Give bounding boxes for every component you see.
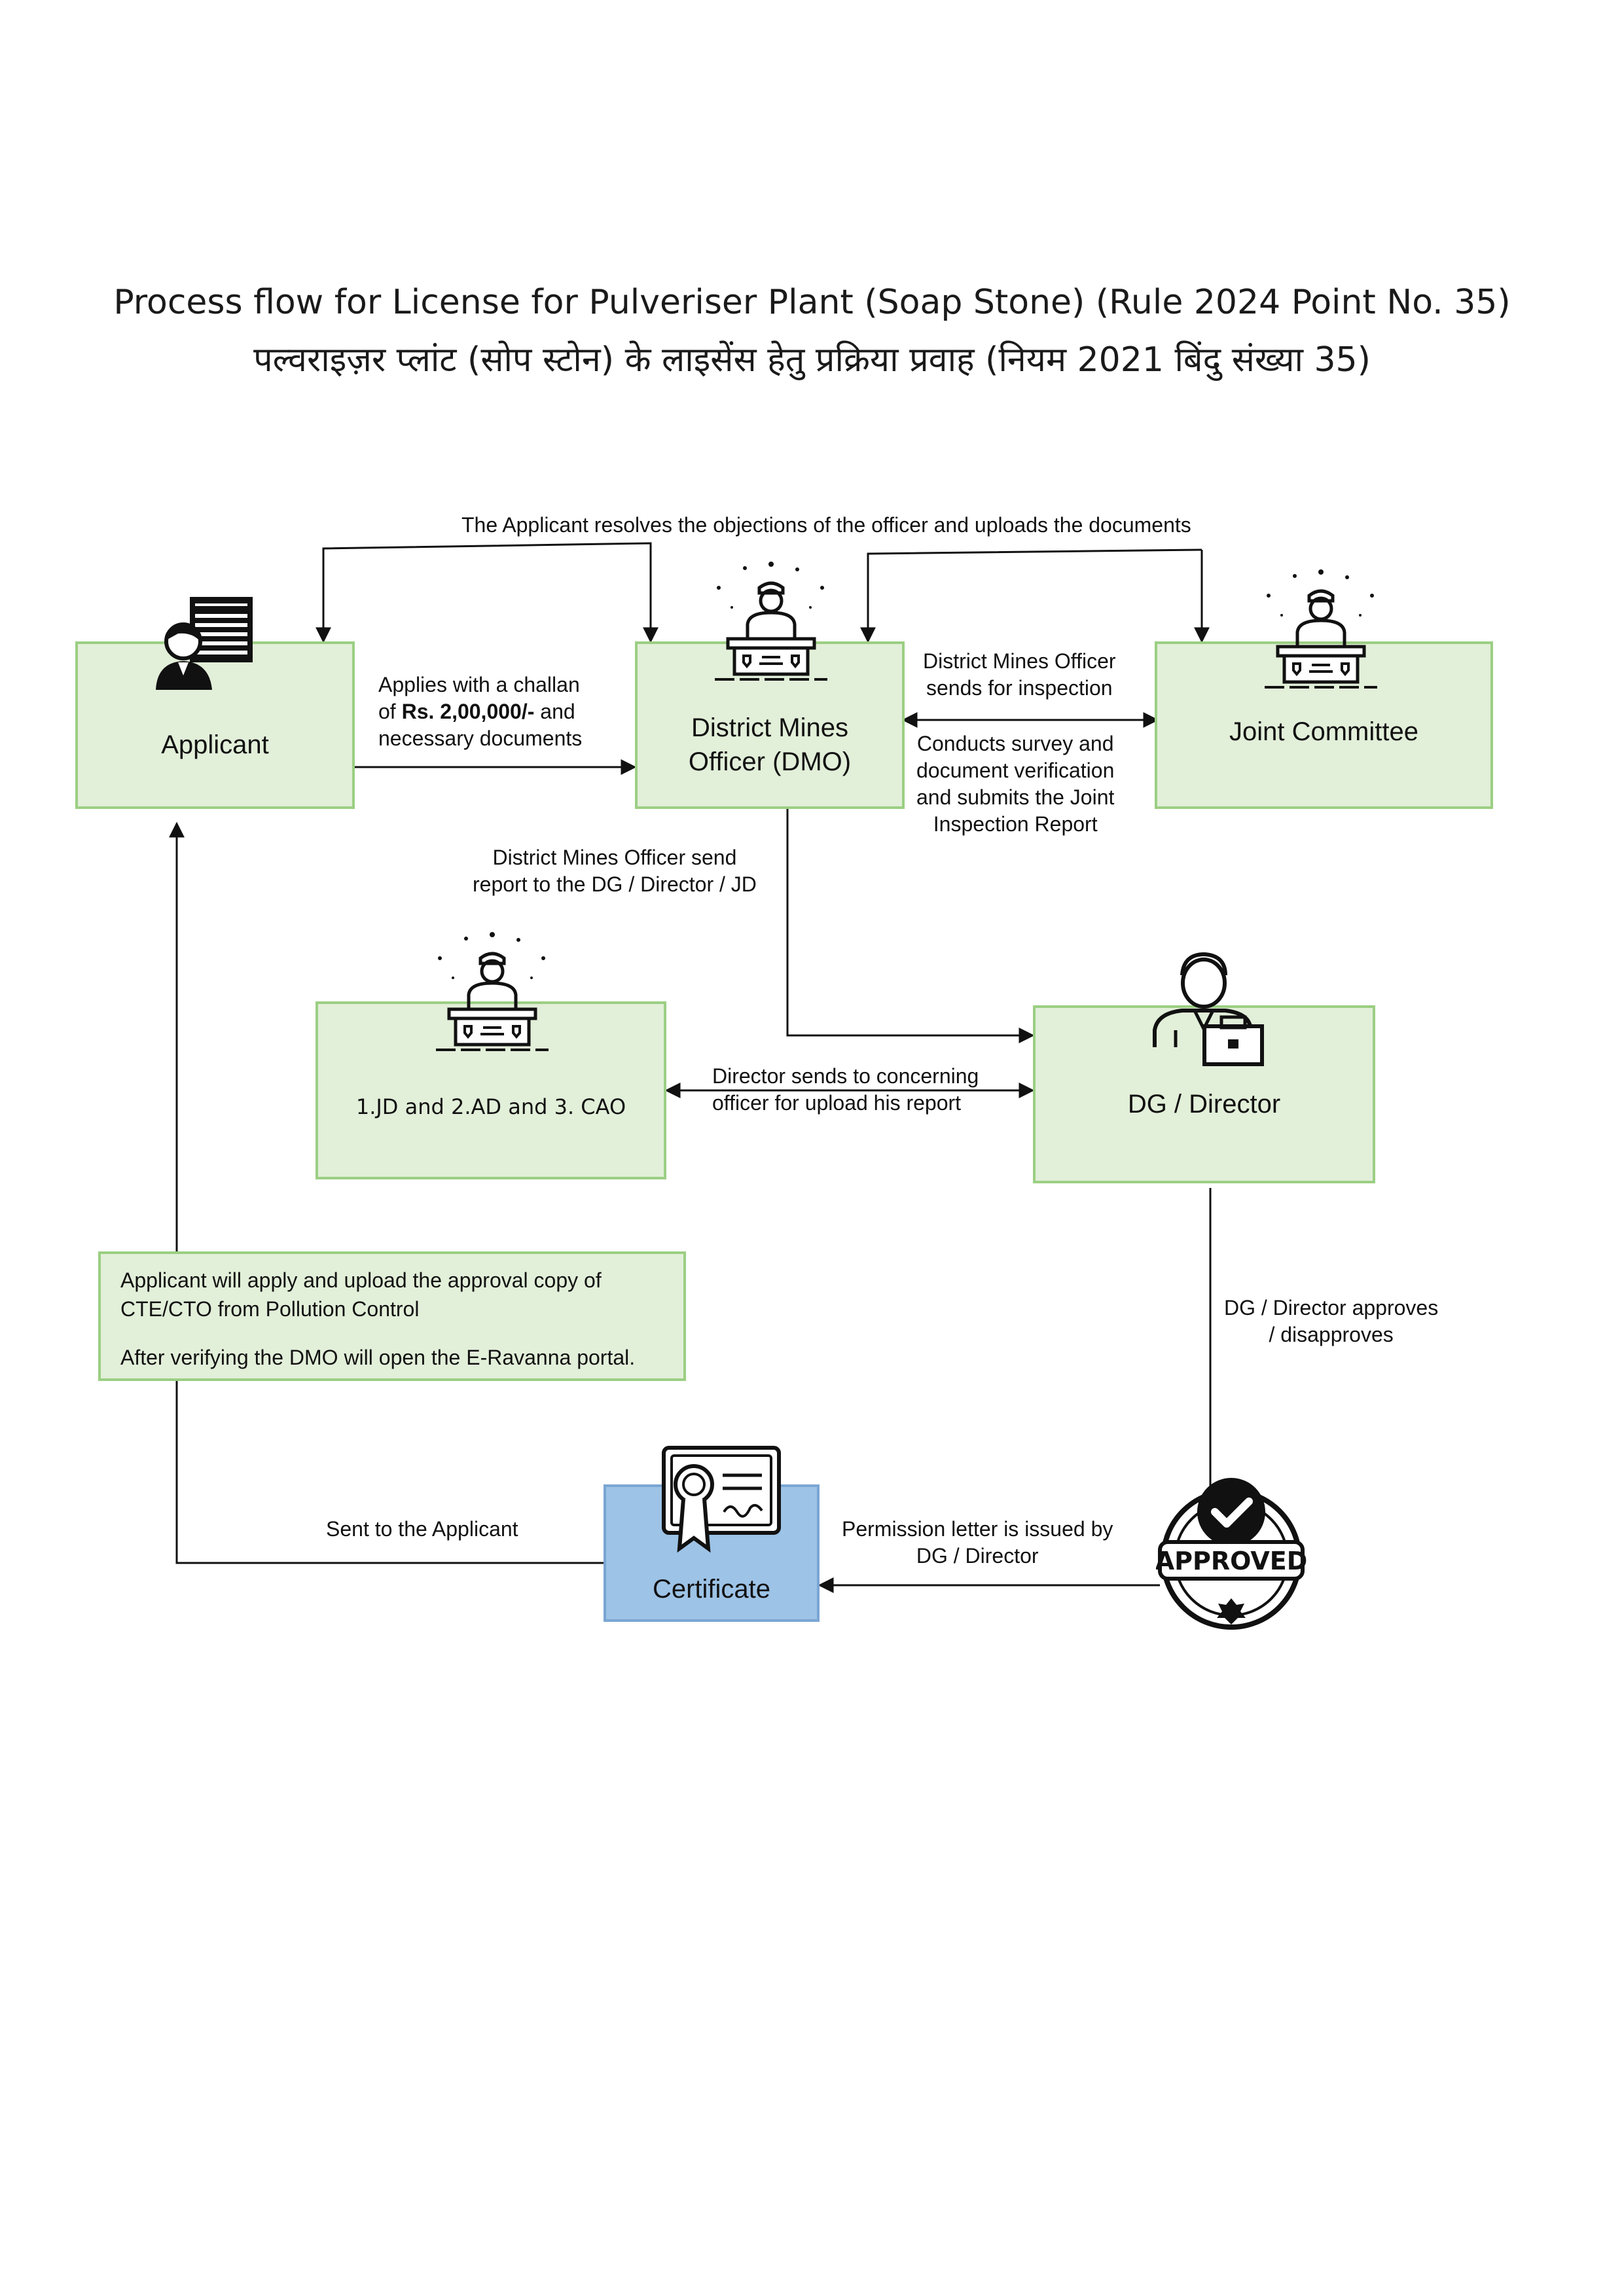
- label-permission-line1: Permission letter is issued by: [842, 1517, 1113, 1541]
- label-survey-line3: and submits the Joint: [916, 785, 1115, 809]
- label-challan-line1: Applies with a challan: [378, 673, 580, 696]
- label-approves-line2: / disapproves: [1269, 1323, 1394, 1346]
- edge-jc-loop-left: [860, 548, 1202, 643]
- node-certificate-label: Certificate: [652, 1575, 771, 1604]
- node-dmo-label-line1: District Mines: [691, 713, 849, 742]
- label-approves-line1: DG / Director approves: [1224, 1296, 1439, 1319]
- label-inspection: District Mines Officer sends for inspect…: [923, 648, 1116, 702]
- page-title-english: Process flow for License for Pulveriser …: [113, 283, 1511, 322]
- node-dmo: District Mines Officer (DMO): [635, 641, 905, 809]
- label-inspection-line1: District Mines Officer: [923, 649, 1116, 673]
- label-dmo-report-line2: report to the DG / Director / JD: [473, 872, 757, 896]
- label-director-sends-line2: officer for upload his report: [712, 1091, 962, 1115]
- approved-stamp-icon: APPROVED: [1156, 1478, 1307, 1630]
- label-approves: DG / Director approves / disapproves: [1224, 1295, 1438, 1348]
- info-box-pollution-control: Applicant will apply and upload the appr…: [98, 1251, 686, 1381]
- businessman-icon: [1153, 952, 1264, 1066]
- node-certificate: Certificate: [604, 1484, 820, 1622]
- label-survey: Conducts survey and document verificatio…: [916, 730, 1114, 838]
- label-survey-line1: Conducts survey and: [916, 732, 1114, 755]
- label-challan: Applies with a challan of Rs. 2,00,000/-…: [378, 672, 582, 752]
- label-resolve-objections: The Applicant resolves the objections of…: [461, 513, 1191, 537]
- label-challan-prefix: of: [378, 700, 402, 723]
- edge-certificate-to-applicant: [175, 1381, 604, 1564]
- edge-dmo-to-dg: [786, 809, 1035, 1043]
- label-permission: Permission letter is issued by DG / Dire…: [842, 1516, 1113, 1570]
- label-director-sends: Director sends to concerning officer for…: [712, 1063, 979, 1117]
- label-sent-to-applicant: Sent to the Applicant: [326, 1517, 518, 1541]
- info-box-line2: CTE/CTO from Pollution Control: [120, 1297, 420, 1321]
- node-joint-committee-label: Joint Committee: [1229, 717, 1418, 746]
- label-survey-line4: Inspection Report: [933, 812, 1098, 836]
- label-director-sends-line1: Director sends to concerning: [712, 1064, 979, 1088]
- label-inspection-line2: sends for inspection: [926, 676, 1113, 700]
- label-challan-amount: Rs. 2,00,000/-: [401, 700, 535, 723]
- node-officers-label: 1.JD and 2.AD and 3. CAO: [355, 1094, 626, 1119]
- certificate-icon: [662, 1446, 781, 1553]
- info-box-line1: Applicant will apply and upload the appr…: [120, 1268, 602, 1292]
- approved-stamp-text: APPROVED: [1156, 1547, 1307, 1575]
- node-dmo-label: District Mines Officer (DMO): [689, 711, 851, 779]
- info-box-line3: After verifying the DMO will open the E-…: [120, 1346, 636, 1369]
- node-dg-director-label: DG / Director: [1127, 1090, 1281, 1119]
- officer-desk-icon: [715, 562, 827, 681]
- node-applicant-label: Applicant: [161, 730, 269, 759]
- label-dmo-report-line1: District Mines Officer send: [492, 846, 737, 869]
- node-dmo-label-line2: Officer (DMO): [688, 747, 852, 776]
- page-title-hindi: पल्वराइज़र प्लांट (सोप स्टोन) के लाइसेंस…: [253, 340, 1371, 380]
- label-challan-line2: of Rs. 2,00,000/- and: [378, 698, 582, 725]
- officer-desk-icon: [436, 932, 549, 1051]
- label-challan-suffix: and: [534, 700, 575, 723]
- label-survey-line2: document verification: [916, 759, 1115, 782]
- label-permission-line2: DG / Director: [916, 1544, 1039, 1568]
- officer-desk-icon: [1265, 569, 1377, 689]
- applicant-icon: [156, 597, 253, 690]
- edge-resolve-to-applicant: [316, 542, 652, 643]
- label-dmo-report: District Mines Officer send report to th…: [473, 844, 757, 898]
- label-challan-line3: necessary documents: [378, 726, 583, 750]
